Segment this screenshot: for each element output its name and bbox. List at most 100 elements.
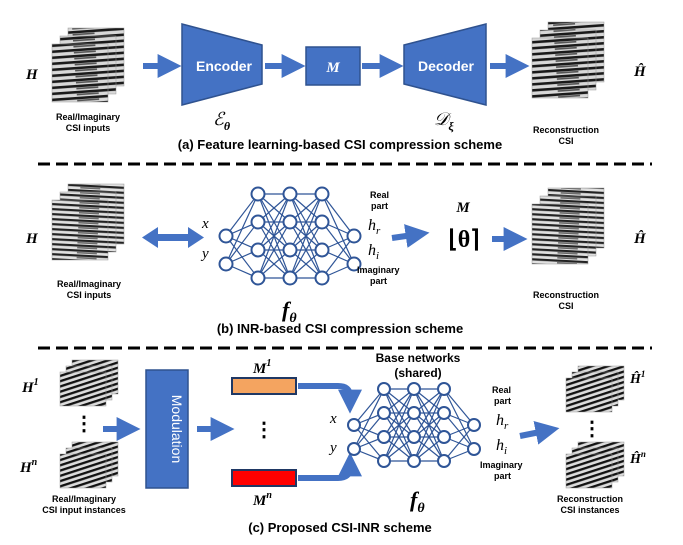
network-node: [314, 214, 330, 230]
network-edge: [443, 424, 475, 462]
latent-box: [305, 46, 361, 86]
input-x-c: x: [329, 411, 337, 427]
network-node: [346, 256, 362, 272]
csi-input-1-stack: [59, 359, 119, 407]
encoder-label: Encoder: [196, 58, 253, 74]
encoder-symbol: ℰθ: [213, 109, 231, 133]
network-edge: [413, 388, 445, 462]
arrow-m1-to-net: [298, 383, 362, 414]
shared-label: (shared): [394, 366, 441, 380]
network-node: [282, 186, 298, 202]
panel-a: H Real/Imaginary CSI inputs Encoder ℰθ M…: [25, 21, 647, 152]
output-n-symbol: Ĥn: [629, 449, 646, 467]
network-edge: [353, 412, 385, 450]
caption-c: (c) Proposed CSI-INR scheme: [248, 520, 432, 535]
input-label-b-1: Real/Imaginary: [57, 279, 121, 289]
arrow-mn-to-net: [298, 452, 362, 481]
real-label-c-1: Real: [492, 385, 511, 395]
input-symbol-a: H: [25, 67, 39, 83]
input-label-c-1: Real/Imaginary: [52, 494, 116, 504]
csi-input-stack-b: [51, 183, 125, 261]
network-node: [314, 186, 330, 202]
output-label-a-1: Reconstruction: [533, 125, 599, 135]
input-label-a-2: CSI inputs: [66, 123, 111, 133]
network-edge: [257, 193, 291, 251]
arrow-b-1: [391, 224, 430, 248]
encoder-block: [181, 23, 263, 106]
output-symbol-b: Ĥ: [633, 230, 647, 247]
imag-label-c-1: Imaginary: [480, 460, 523, 470]
output-label-b-1: Reconstruction: [533, 290, 599, 300]
hr-c: hr: [496, 412, 509, 432]
csi-input-stack-a: [51, 27, 125, 103]
network-edge: [353, 388, 385, 426]
network-edge: [225, 221, 259, 265]
network-node: [346, 228, 362, 244]
network-node: [407, 406, 421, 420]
network-edge: [225, 193, 259, 265]
net-symbol-c: fθ: [410, 487, 425, 516]
net-symbol-b: fθ: [282, 297, 297, 326]
output-symbol-a: Ĥ: [633, 63, 647, 80]
network-node: [377, 454, 391, 468]
network-edge: [413, 412, 445, 462]
neural-network-b: [218, 186, 362, 286]
network-edge: [289, 193, 323, 251]
network-node: [282, 270, 298, 286]
network-node: [347, 418, 361, 432]
output-label-c-1: Reconstruction: [557, 494, 623, 504]
network-node: [437, 430, 451, 444]
network-node: [218, 228, 234, 244]
arrow-c-3: [519, 421, 560, 445]
csi-output-stack-b: [531, 187, 605, 265]
base-networks-label: Base networks: [376, 351, 461, 365]
network-node: [314, 242, 330, 258]
network-node: [467, 442, 481, 456]
imag-label-b-1: Imaginary: [357, 265, 400, 275]
output-label-c-2: CSI instances: [560, 505, 619, 515]
imag-label-c-2: part: [494, 471, 511, 481]
mn-vector: [231, 469, 297, 487]
mn-symbol: Mn: [252, 490, 272, 509]
input-dots: ⋮: [74, 413, 94, 435]
network-node: [377, 406, 391, 420]
input-n-symbol: Hn: [19, 457, 38, 476]
neural-network-c: [347, 382, 481, 468]
decoder-block: [403, 23, 487, 106]
real-label-b-2: part: [371, 201, 388, 211]
hr-b: hr: [368, 217, 381, 237]
network-edge: [383, 388, 415, 438]
network-node: [250, 186, 266, 202]
output-1-symbol: Ĥ1: [629, 369, 645, 387]
network-node: [314, 270, 330, 286]
network-node: [407, 454, 421, 468]
real-label-c-2: part: [494, 396, 511, 406]
real-label-b-1: Real: [370, 190, 389, 200]
modulation-block: [145, 369, 189, 489]
network-node: [407, 382, 421, 396]
output-label-b-2: CSI: [558, 301, 573, 311]
network-edge: [321, 193, 355, 237]
network-edge: [383, 412, 415, 462]
double-arrow-b: [142, 227, 204, 248]
modulation-label: Modulation: [169, 395, 185, 464]
network-edge: [289, 193, 323, 279]
network-edge: [443, 388, 475, 426]
network-node: [437, 454, 451, 468]
network-node: [377, 382, 391, 396]
csi-output-1-stack: [565, 365, 625, 413]
m1-vector: [231, 377, 297, 395]
network-edge: [257, 193, 291, 279]
m-symbol-b: M: [455, 200, 470, 216]
m-dots: ⋮: [254, 419, 274, 441]
input-y-b: y: [200, 246, 209, 262]
input-y-c: y: [328, 440, 337, 456]
hi-b: hi: [368, 242, 379, 262]
network-edge: [383, 388, 415, 462]
csi-output-stack-a: [531, 21, 605, 99]
output-dots: ⋮: [582, 418, 602, 440]
output-label-a-2: CSI: [558, 136, 573, 146]
theta-expr-b: ⌊θ⌉: [448, 227, 479, 253]
network-edge: [321, 235, 355, 279]
input-label-a-1: Real/Imaginary: [56, 112, 120, 122]
